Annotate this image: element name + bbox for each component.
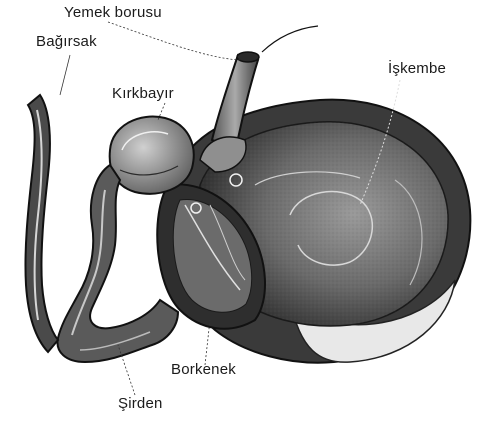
leader-esophagus-arrow — [262, 26, 318, 52]
label-rumen: İşkembe — [388, 60, 446, 77]
intestine-tube — [25, 95, 58, 352]
leader-esophagus — [108, 22, 240, 60]
label-esophagus: Yemek borusu — [64, 4, 162, 21]
label-omasum: Kırkbayır — [112, 85, 174, 102]
label-abomasum: Şirden — [118, 395, 163, 412]
label-intestine: Bağırsak — [36, 33, 97, 50]
esophagus-opening — [237, 52, 259, 62]
label-reticulum: Borkenek — [171, 361, 236, 378]
omasum-body — [110, 117, 194, 194]
leader-intestine — [60, 55, 70, 95]
